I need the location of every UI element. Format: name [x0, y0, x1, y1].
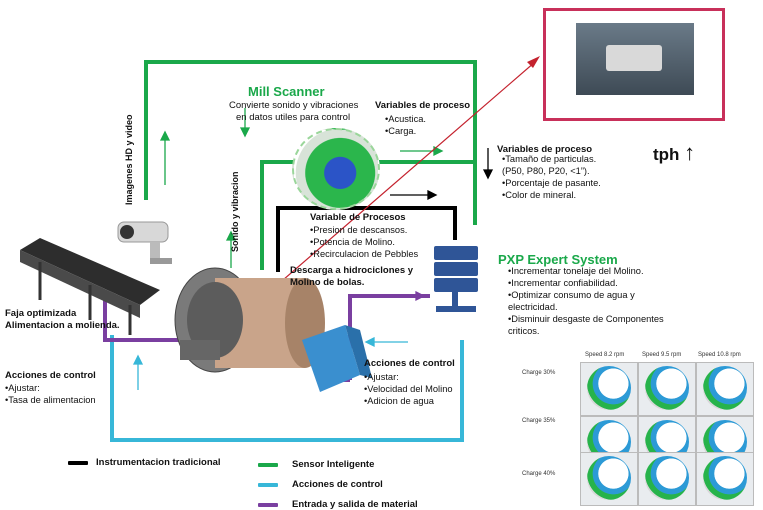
faja-line-1: Faja optimizada — [5, 308, 77, 319]
list-item: •Incrementar confiabilidad. — [508, 278, 618, 288]
legend-green-swatch — [258, 463, 278, 467]
mill-scanner-title: Mill Scanner — [248, 84, 325, 99]
list-item: •Color de mineral. — [502, 190, 577, 200]
list-item: •Tasa de alimentacion — [5, 395, 96, 405]
list-item: •Incrementar tonelaje del Molino. — [508, 266, 644, 276]
list-item: electricidad. — [508, 302, 558, 312]
list-item: •Porcentaje de pasante. — [502, 178, 601, 188]
grid-cell — [696, 452, 754, 506]
device-photo-frame — [543, 8, 725, 121]
grid-cell — [638, 362, 696, 416]
acciones-control-mid-list: •Ajustar: •Velocidad del Molino •Adicion… — [364, 371, 453, 407]
list-item: •Ajustar: — [5, 383, 40, 393]
list-item: •Presion de descansos. — [310, 225, 408, 235]
list-item: •Ajustar: — [364, 372, 399, 382]
grid-cell — [696, 362, 754, 416]
descarga-line-2: Molino de bolas. — [290, 277, 365, 288]
mill-scanner-image — [292, 128, 380, 210]
variable-procesos-list: •Presion de descansos. •Potencia de Moli… — [310, 224, 418, 260]
tph-label: tph ↑ — [653, 140, 695, 166]
acciones-control-left-list: •Ajustar: •Tasa de alimentacion — [5, 382, 96, 406]
red-link-line — [245, 61, 536, 313]
list-item: •Carga. — [385, 126, 417, 136]
legend-cyan-label: Acciones de control — [292, 479, 383, 490]
acciones-control-left-heading: Acciones de control — [5, 370, 96, 381]
grid-row-3: Charge 40% — [522, 471, 556, 477]
grid-cell — [580, 452, 638, 506]
simulation-grid: Speed 8.2 rpm Speed 9.5 rpm Speed 10.8 r… — [510, 348, 760, 508]
grid-row-2: Charge 35% — [522, 418, 556, 424]
pxp-list: •Incrementar tonelaje del Molino. •Incre… — [508, 265, 664, 337]
list-item: •Velocidad del Molino — [364, 384, 453, 394]
list-item: •Potencia de Molino. — [310, 237, 395, 247]
grid-row-1: Charge 30% — [522, 370, 556, 376]
tph-arrow-icon: ↑ — [684, 140, 696, 165]
variables-proceso-2-heading: Variables de proceso — [497, 144, 593, 155]
grid-col-3: Speed 10.8 rpm — [698, 352, 741, 358]
faja-line-2: Alimentacion a molienda. — [5, 320, 120, 331]
list-item: •Acustica. — [385, 114, 426, 124]
variable-procesos-heading: Variable de Procesos — [310, 212, 406, 223]
tph-text: tph — [653, 145, 680, 164]
legend-purple-label: Entrada y salida de material — [292, 499, 418, 510]
green-loop-outer — [144, 60, 477, 225]
device-photo — [576, 23, 694, 95]
mill-scanner-subtitle-1: Convierte sonido y vibraciones — [229, 100, 359, 111]
variables-proceso-2-list: •Tamaño de particulas. (P50, P80, P20, <… — [502, 153, 601, 201]
acciones-control-mid-heading: Acciones de control — [364, 358, 455, 369]
legend-purple-swatch — [258, 503, 278, 507]
grid-cell — [580, 362, 638, 416]
list-item: •Optimizar consumo de agua y — [508, 290, 635, 300]
grid-cell — [638, 452, 696, 506]
imagenes-vertical-label: Imagenes HD y video — [124, 114, 134, 205]
variables-proceso-1-heading: Variables de proceso — [375, 100, 471, 111]
mill-scanner-subtitle-2: en datos utiles para control — [236, 112, 351, 123]
descarga-line-1: Descarga a hidrociclones y — [290, 265, 414, 276]
sonido-vertical-label: Sonido y vibracion — [230, 171, 240, 252]
list-item: •Disminuir desgaste de Componentes — [508, 314, 664, 324]
list-item: •Tamaño de particulas. — [502, 154, 597, 164]
variables-proceso-1-list: •Acustica. •Carga. — [385, 113, 426, 137]
grid-col-2: Speed 9.5 rpm — [642, 352, 682, 358]
green-loop-inner — [260, 160, 300, 270]
legend-black-swatch — [68, 461, 88, 465]
list-item: •Recirculacion de Pebbles — [310, 249, 419, 259]
grid-col-1: Speed 8.2 rpm — [585, 352, 625, 358]
list-item: •Adicion de agua — [364, 396, 434, 406]
purple-feed — [103, 295, 195, 342]
pxp-title: PXP Expert System — [498, 252, 618, 267]
legend-green-label: Sensor Inteligente — [292, 459, 375, 470]
list-item: criticos. — [508, 326, 540, 336]
legend-black-label: Instrumentacion tradicional — [96, 457, 221, 468]
cyan-loop — [110, 335, 464, 442]
legend-cyan-swatch — [258, 483, 278, 487]
list-item: (P50, P80, P20, <1”). — [502, 166, 590, 176]
